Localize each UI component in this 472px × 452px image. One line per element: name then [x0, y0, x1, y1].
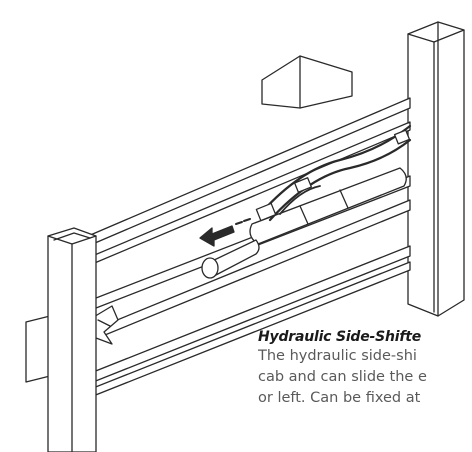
caption-line: cab and can slide the e: [258, 369, 427, 385]
caption-line: The hydraulic side-shi: [258, 348, 417, 364]
hydraulic-hoses: [255, 124, 412, 222]
right-post: [407, 21, 465, 317]
left-post: [47, 227, 97, 452]
caption-title: Hydraulic Side-Shifte: [258, 329, 422, 345]
top-mount-plate: [261, 55, 353, 109]
side-mount-block: [25, 315, 51, 383]
caption-line: or left. Can be fixed at: [258, 390, 421, 406]
caption-block: Hydraulic Side-Shifte The hydraulic side…: [258, 329, 472, 409]
left-arrow-icon: [199, 218, 251, 247]
hydraulic-cylinder: [201, 167, 407, 279]
